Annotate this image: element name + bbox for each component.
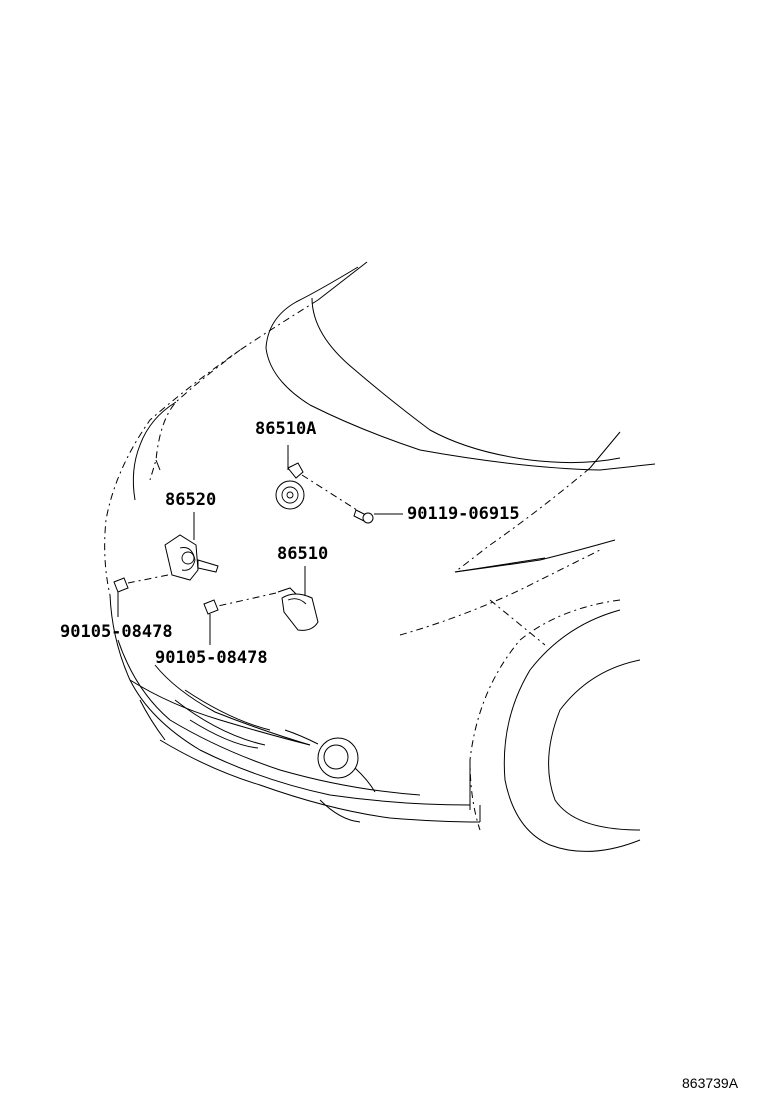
horn-assembly-part (127, 512, 219, 584)
horn-high-pitch-part (275, 445, 361, 513)
callout-86510: 86510 (277, 544, 328, 564)
callout-90105-08478-left: 90105-08478 (60, 622, 173, 642)
callout-90119-06915: 90119-06915 (407, 504, 520, 524)
bolt-horn-low-part (203, 599, 219, 645)
vehicle-body-outline (104, 261, 656, 852)
bolt-horn-assy-part (113, 577, 129, 617)
figure-number: 863739A (682, 1075, 739, 1091)
callout-86520: 86520 (165, 490, 216, 510)
callout-86510A: 86510A (255, 419, 316, 439)
horn-low-pitch-part (217, 566, 319, 631)
bolt-horn-high-part (353, 509, 403, 524)
callout-90105-08478-middle: 90105-08478 (155, 648, 268, 668)
